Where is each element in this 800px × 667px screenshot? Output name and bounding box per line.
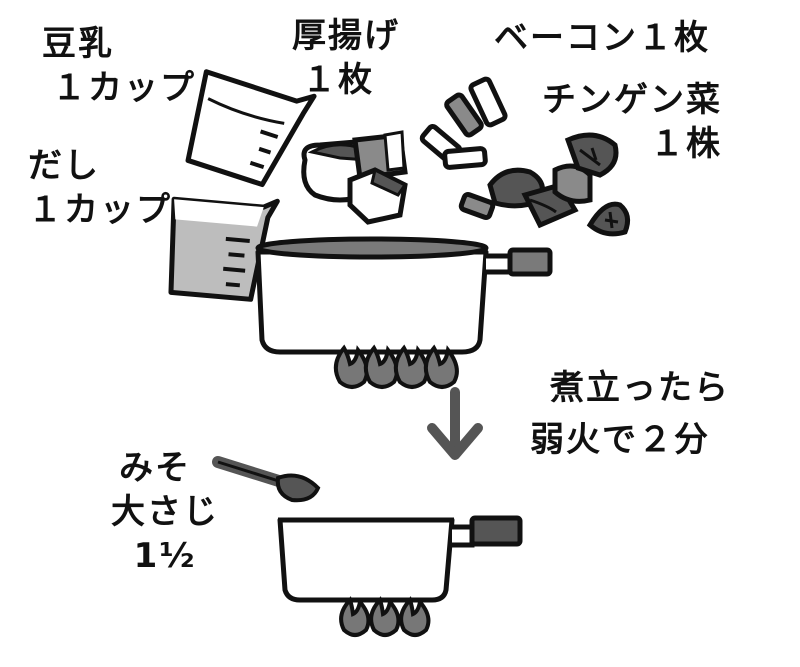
label-dashi: だし １カップ xyxy=(28,144,172,232)
bacon-name: ベーコン１枚 xyxy=(494,18,710,58)
soy-milk-amount: １カップ xyxy=(52,68,196,108)
atsuage-amount: １枚 xyxy=(302,60,374,100)
label-soy-milk: 豆乳 １カップ xyxy=(42,22,196,110)
miso-name: みそ xyxy=(119,448,191,488)
dashi-name: だし xyxy=(28,146,100,186)
miso-quantity: 1½ xyxy=(133,536,197,576)
label-chingensai: チンゲン菜 １株 xyxy=(532,78,722,166)
label-simmer: 煮立ったら 弱火で２分 xyxy=(530,366,730,462)
miso-amount: 大さじ xyxy=(111,492,219,532)
soy-milk-name: 豆乳 xyxy=(42,24,114,64)
chingensai-leaves xyxy=(487,132,631,237)
bacon-strips xyxy=(419,76,508,221)
down-arrow-icon xyxy=(427,387,483,460)
simmer-line2: 弱火で２分 xyxy=(530,420,710,460)
label-miso: みそ 大さじ 1½ xyxy=(100,446,230,578)
measuring-cup-icon xyxy=(168,196,280,302)
measuring-cup-icon xyxy=(185,69,317,188)
atsuage-pieces xyxy=(301,130,408,225)
chingensai-amount: １株 xyxy=(650,124,722,164)
pot-icon xyxy=(255,236,553,355)
simmer-line1: 煮立ったら xyxy=(550,368,730,408)
dashi-amount: １カップ xyxy=(28,190,172,230)
gas-flame-icon xyxy=(339,596,431,637)
gas-flame-icon xyxy=(333,344,459,389)
atsuage-name: 厚揚げ xyxy=(292,16,400,56)
label-bacon: ベーコン１枚 xyxy=(494,16,710,60)
chingensai-name: チンゲン菜 xyxy=(542,80,722,120)
label-atsuage: 厚揚げ １枚 xyxy=(292,14,400,102)
measuring-spoon-icon xyxy=(212,456,321,503)
pot-icon xyxy=(277,515,523,603)
